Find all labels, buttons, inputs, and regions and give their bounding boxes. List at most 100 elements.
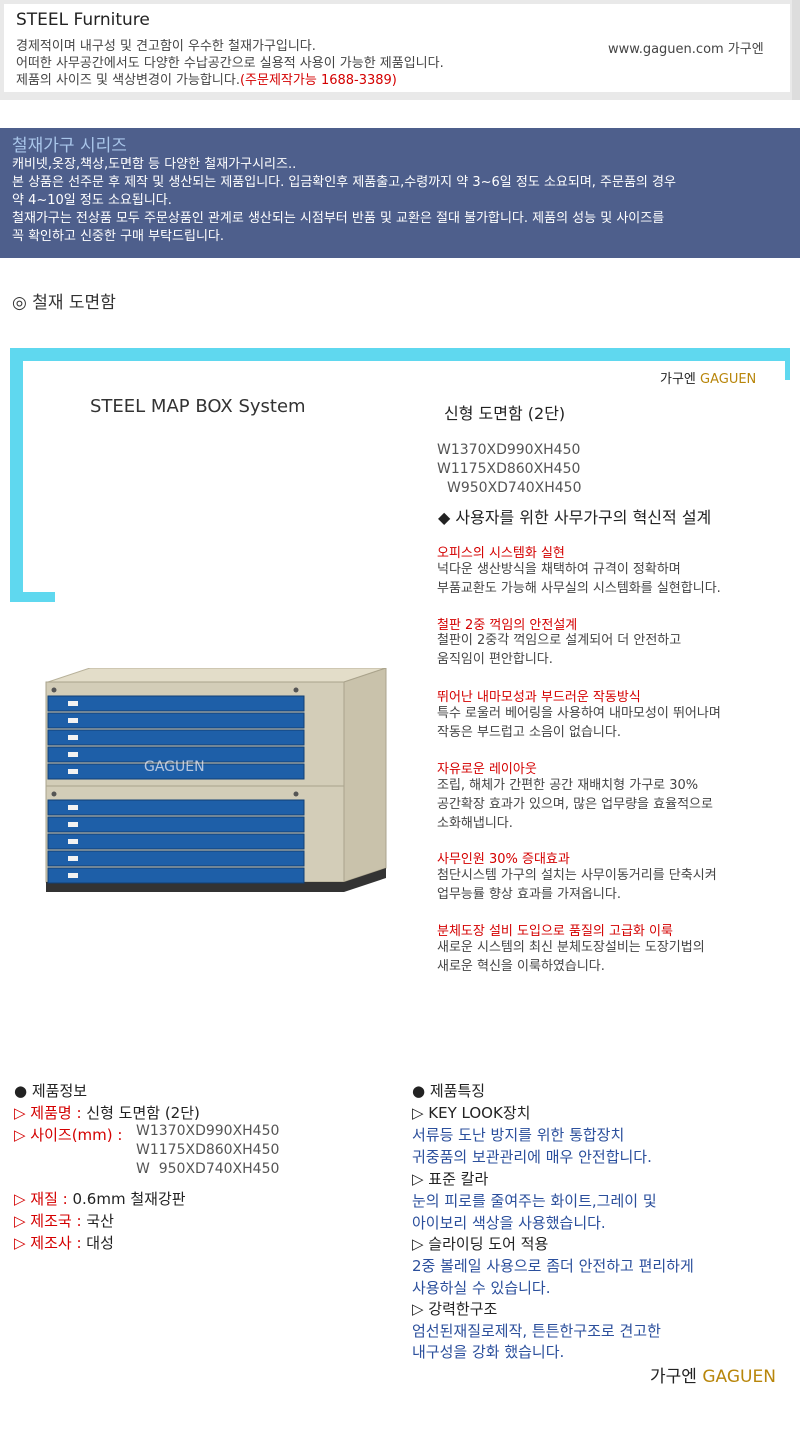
feature-title-3: 뛰어난 내마모성과 부드러운 작동방식	[437, 690, 641, 705]
watermark-text: GAGUEN	[144, 759, 205, 775]
header-panel	[4, 4, 790, 92]
drawer	[47, 695, 305, 712]
feature-title-1: 오피스의 시스템화 실현	[437, 546, 565, 561]
feature-headline: ◆ 사용자를 위한 사무가구의 혁신적 설계	[438, 508, 712, 527]
feature-desc-line: 새로운 시스템의 최신 분체도장설비는 도장기법의	[437, 940, 705, 955]
brand-en-bottom: GAGUEN	[702, 1367, 776, 1387]
system-title: STEEL MAP BOX System	[90, 396, 306, 417]
brand-ko-bottom: 가구엔	[650, 1367, 703, 1387]
info-size-label: ▷ 사이즈(mm) :	[14, 1124, 122, 1145]
info-country-label: ▷ 제조국 :	[14, 1212, 87, 1230]
drawer	[47, 729, 305, 746]
feature-desc-line: 넉다운 생산방식을 채택하여 규격이 정확하며	[437, 562, 681, 577]
drawer	[47, 833, 305, 850]
info-size-label-text: ▷ 사이즈(mm) :	[14, 1126, 123, 1144]
frame-right-stub	[785, 348, 790, 380]
info-name-label: ▷ 제품명 :	[14, 1104, 87, 1122]
features2-desc-3b: 사용하실 수 있습니다.	[412, 1279, 551, 1297]
features2-desc-2a: 눈의 피로를 줄여주는 화이트,그레이 및	[412, 1192, 657, 1210]
drawer	[47, 799, 305, 816]
banner-line-1: 캐비넷,옷장,책상,도면함 등 다양한 철재가구시리즈..	[12, 157, 297, 172]
feature-desc-line: 철판이 2중각 꺽임으로 설계되어 더 안전하고	[437, 633, 682, 648]
header-line-2: 어떠한 사무공간에서도 다양한 수납공간으로 실용적 사용이 가능한 제품입니다…	[16, 56, 444, 71]
feature-desc-line: 새로운 혁신을 이룩하였습니다.	[437, 959, 605, 974]
header-right-bar	[792, 0, 800, 100]
feature-desc-line: 부품교환도 가능해 사무실의 시스템화를 실현합니다.	[437, 581, 721, 596]
info-material-label: ▷ 재질 :	[14, 1190, 73, 1208]
banner-line-4: 철재가구는 전상품 모두 주문상품인 관계로 생산되는 시점부터 반품 및 교환…	[12, 211, 665, 226]
features2-desc-2b: 아이보리 색상을 사용했습니다.	[412, 1214, 606, 1232]
features2-desc-4b: 내구성을 강화 했습니다.	[412, 1343, 565, 1361]
frame-left-bar	[10, 348, 23, 601]
info-maker-label: ▷ 제조사 :	[14, 1234, 87, 1252]
site-url[interactable]: www.gaguen.com 가구엔	[608, 42, 764, 57]
info-country-row: ▷ 제조국 : 국산	[14, 1210, 114, 1231]
features2-title-3: ▷ 슬라이딩 도어 적용	[412, 1235, 549, 1253]
drawer	[47, 712, 305, 729]
product-size-3: W950XD740XH450	[447, 480, 582, 496]
series-banner	[0, 128, 800, 258]
header-title: STEEL Furniture	[16, 10, 150, 30]
feature-title-5: 사무인원 30% 증대효과	[437, 852, 570, 867]
map-box-cabinet-image: GAGUEN	[45, 668, 387, 892]
info-heading: ● 제품정보	[14, 1082, 88, 1100]
drawer	[47, 746, 305, 763]
drawer-handle	[68, 718, 78, 723]
drawer-handle	[68, 805, 78, 810]
product-size-1: W1370XD990XH450	[437, 442, 581, 458]
section-title: ◎ 철재 도면함	[12, 293, 116, 313]
order-phone-note: (주문제작가능 1688-3389)	[239, 73, 397, 88]
banner-title: 철재가구 시리즈	[12, 136, 127, 156]
info-name-row: ▷ 제품명 : 신형 도면함 (2단)	[14, 1102, 200, 1123]
features2-desc-3a: 2중 볼레일 사용으로 좀더 안전하고 편리하게	[412, 1257, 694, 1275]
header-line-3: 제품의 사이즈 및 색상변경이 가능합니다.(주문제작가능 1688-3389)	[16, 69, 397, 88]
frame-top-bar	[10, 348, 790, 361]
brand-logo-top: 가구엔 GAGUEN	[660, 368, 756, 387]
feature-desc-line: 공간확장 효과가 있으며, 많은 업무량을 효율적으로	[437, 797, 713, 812]
info-maker-value: 대성	[86, 1234, 114, 1252]
feature-desc-4: 조립, 해체가 간편한 공간 재배치형 가구로 30% 공간확장 효과가 있으며,…	[437, 776, 782, 833]
info-size-1: W1370XD990XH450	[136, 1123, 280, 1139]
drawer-handle	[68, 856, 78, 861]
brand-logo-bottom: 가구엔 GAGUEN	[650, 1362, 776, 1387]
drawer	[47, 867, 305, 884]
brand-ko: 가구엔	[660, 372, 701, 387]
drawer-handle	[68, 769, 78, 774]
info-name-value: 신형 도면함 (2단)	[86, 1104, 200, 1122]
features2-desc-1b: 귀중품의 보관관리에 매우 안전합니다.	[412, 1148, 652, 1166]
brand-en: GAGUEN	[700, 372, 757, 387]
feature-desc-line: 업무능률 향상 효과를 가져옵니다.	[437, 887, 621, 902]
header-line-1: 경제적이며 내구성 및 견고함이 우수한 철재가구입니다.	[16, 39, 316, 54]
info-size-3: W 950XD740XH450	[136, 1161, 280, 1177]
drawer-handle	[68, 822, 78, 827]
info-material-value: 0.6mm 철재강판	[72, 1190, 186, 1208]
feature-desc-line: 움직임이 편안합니다.	[437, 652, 553, 667]
feature-desc-line: 첨단시스템 가구의 설치는 사무이동거리를 단축시켜	[437, 868, 717, 883]
banner-line-5: 꼭 확인하고 신중한 구매 부탁드립니다.	[12, 229, 225, 244]
banner-line-2: 본 상품은 선주문 후 제작 및 생산되는 제품입니다. 입금확인후 제품출고,…	[12, 175, 676, 190]
feature-desc-line: 소화해냅니다.	[437, 816, 513, 831]
features2-desc-1a: 서류등 도난 방지를 위한 통합장치	[412, 1126, 625, 1144]
info-maker-row: ▷ 제조사 : 대성	[14, 1232, 114, 1253]
drawer	[47, 816, 305, 833]
product-size-2: W1175XD860XH450	[437, 461, 581, 477]
info-country-value: 국산	[86, 1212, 114, 1230]
features2-title-1: ▷ KEY LOOK장치	[412, 1104, 531, 1122]
product-name: 신형 도면함 (2단)	[444, 404, 566, 423]
drawer-handle	[68, 839, 78, 844]
feature-desc-line: 조립, 해체가 간편한 공간 재배치형 가구로 30%	[437, 778, 699, 793]
feature-title-6: 분체도장 설비 도입으로 품질의 고급화 이룩	[437, 924, 673, 939]
header-line-3-text: 제품의 사이즈 및 색상변경이 가능합니다.	[16, 73, 240, 88]
features2-title-4: ▷ 강력한구조	[412, 1300, 498, 1318]
info-size-2: W1175XD860XH450	[136, 1142, 280, 1158]
banner-line-3: 약 4~10일 정도 소요됩니다.	[12, 193, 172, 208]
features2-title-2: ▷ 표준 칼라	[412, 1170, 489, 1188]
drawer-handle	[68, 735, 78, 740]
feature-title-4: 자유로운 레이아웃	[437, 762, 537, 777]
features2-desc-4a: 엄선된재질로제작, 튼튼한구조로 견고한	[412, 1322, 661, 1340]
feature-desc-line: 특수 로울러 베어링을 사용하여 내마모성이 뛰어나며	[437, 706, 721, 721]
